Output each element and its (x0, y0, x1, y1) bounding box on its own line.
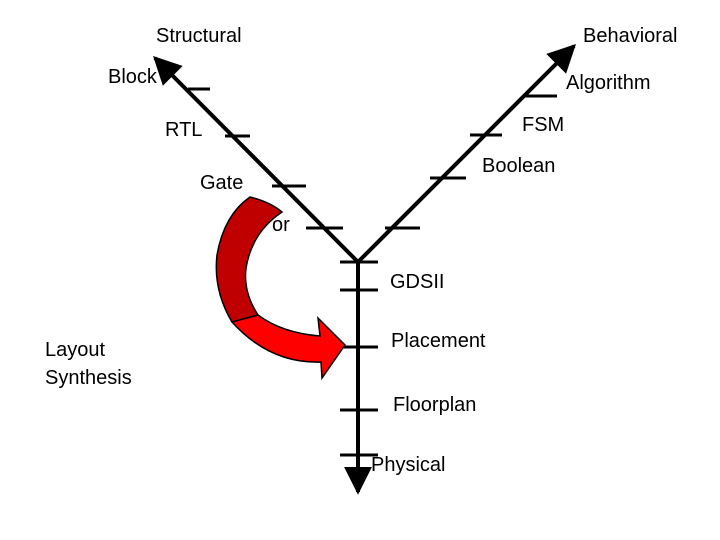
label-gate: Gate (200, 172, 243, 194)
arrow-dark-band (215, 196, 284, 323)
label-fsm: FSM (522, 114, 564, 136)
label-rtl: RTL (165, 119, 202, 141)
behavioral-axis-line (356, 44, 576, 264)
label-block: Block (108, 66, 158, 88)
label-boolean: Boolean (482, 155, 555, 177)
behavioral-axis-label: Behavioral (583, 25, 678, 47)
layout-synthesis-label-line2: Synthesis (45, 367, 132, 389)
label-algorithm: Algorithm (566, 72, 650, 94)
layout-synthesis-arrow (215, 196, 346, 381)
label-placement: Placement (391, 330, 486, 352)
label-floorplan: Floorplan (393, 394, 476, 416)
arrow-light-band (230, 314, 346, 381)
physical-axis-label: Physical (371, 454, 445, 476)
label-gdsii: GDSII (390, 271, 444, 293)
label-or: or (272, 214, 290, 236)
layout-synthesis-label-line1: Layout (45, 339, 105, 361)
structural-axis-label: Structural (156, 25, 242, 47)
